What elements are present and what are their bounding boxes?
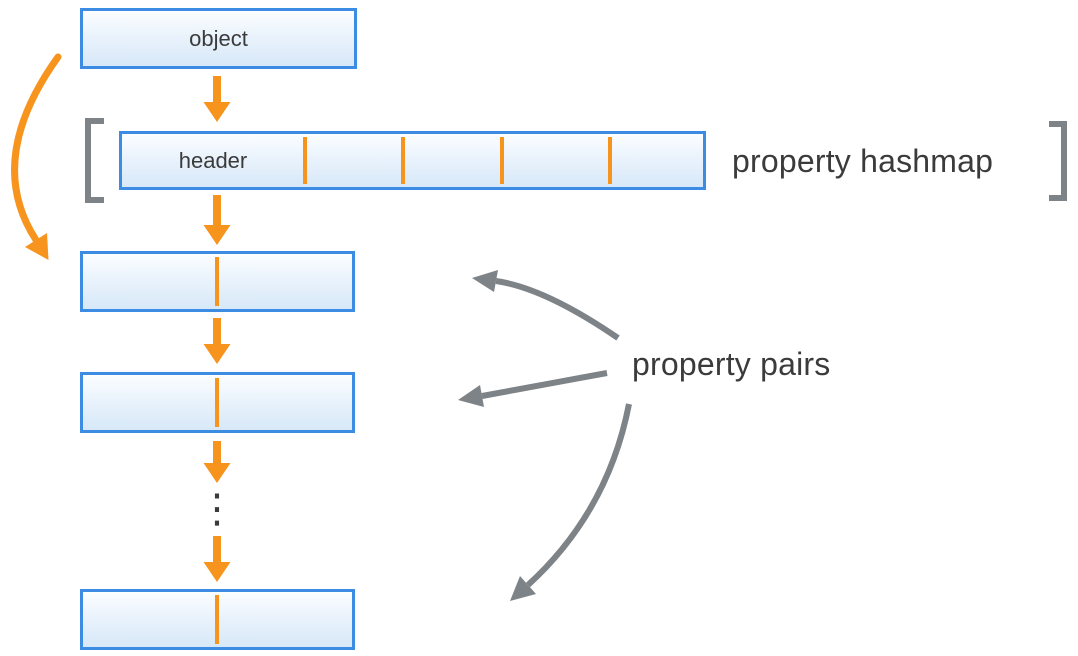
pair-box-2 xyxy=(80,372,355,433)
hashmap-caption: property hashmap xyxy=(732,143,994,179)
hashmap-slot-divider xyxy=(500,137,504,184)
hashmap-slot-divider xyxy=(401,137,405,184)
hashmap-row: header xyxy=(119,131,706,190)
pair-divider xyxy=(215,595,219,644)
down-arrow-object-to-header xyxy=(203,76,231,122)
gray-arrow-to-pair2 xyxy=(458,370,608,407)
hashmap-slot-divider xyxy=(608,137,612,184)
pair-divider xyxy=(215,257,219,306)
down-arrow-header-to-pair1 xyxy=(203,195,231,245)
down-arrow-ellipsis-to-pair3 xyxy=(203,536,231,582)
object-label: object xyxy=(189,25,248,51)
object-box: object xyxy=(80,8,357,69)
down-arrow-pair1-to-pair2 xyxy=(203,318,231,364)
pair-divider xyxy=(215,378,219,427)
pairs-caption: property pairs xyxy=(632,346,831,382)
gray-arrow-to-pair1 xyxy=(472,270,620,341)
curved-arrow-object-to-pair1 xyxy=(11,53,62,260)
gray-arrow-to-pair3 xyxy=(510,403,632,601)
pair-box-3 xyxy=(80,589,355,650)
down-arrow-pair2-to-ellipsis xyxy=(203,441,231,483)
hashmap-slot-divider xyxy=(303,137,307,184)
right-bracket xyxy=(1049,121,1067,201)
pair-box-1 xyxy=(80,251,355,312)
vertical-ellipsis: ⋮ xyxy=(197,486,237,532)
left-bracket xyxy=(85,118,104,203)
header-label: header xyxy=(178,148,248,173)
